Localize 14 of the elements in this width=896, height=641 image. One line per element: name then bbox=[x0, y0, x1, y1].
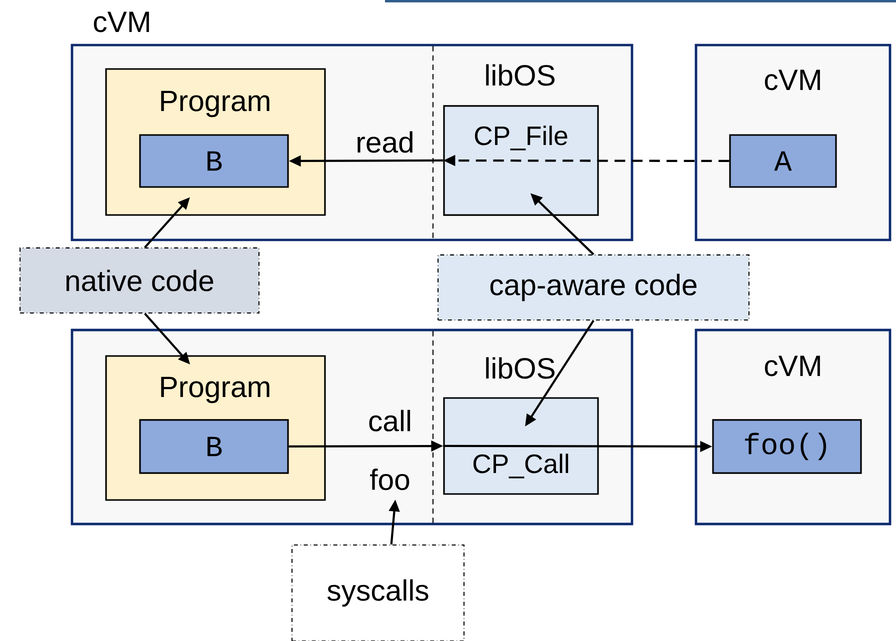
code-box: B bbox=[139, 134, 289, 188]
edge-label: call foo bbox=[369, 410, 410, 490]
capability-box: CP_Call bbox=[443, 397, 599, 495]
section-label: libOS bbox=[486, 357, 554, 379]
note-box: syscalls bbox=[291, 544, 465, 641]
note-box: cap-aware code bbox=[438, 254, 750, 321]
capability-box: CP_File bbox=[443, 105, 599, 216]
code-box: A bbox=[729, 134, 837, 188]
section-label: libOS bbox=[486, 64, 554, 86]
code-box: foo() bbox=[712, 419, 862, 474]
node-label: cVM bbox=[94, 12, 149, 32]
code-box: B bbox=[139, 419, 289, 474]
edge-label: read bbox=[358, 131, 412, 153]
note-box: native code bbox=[20, 247, 260, 314]
